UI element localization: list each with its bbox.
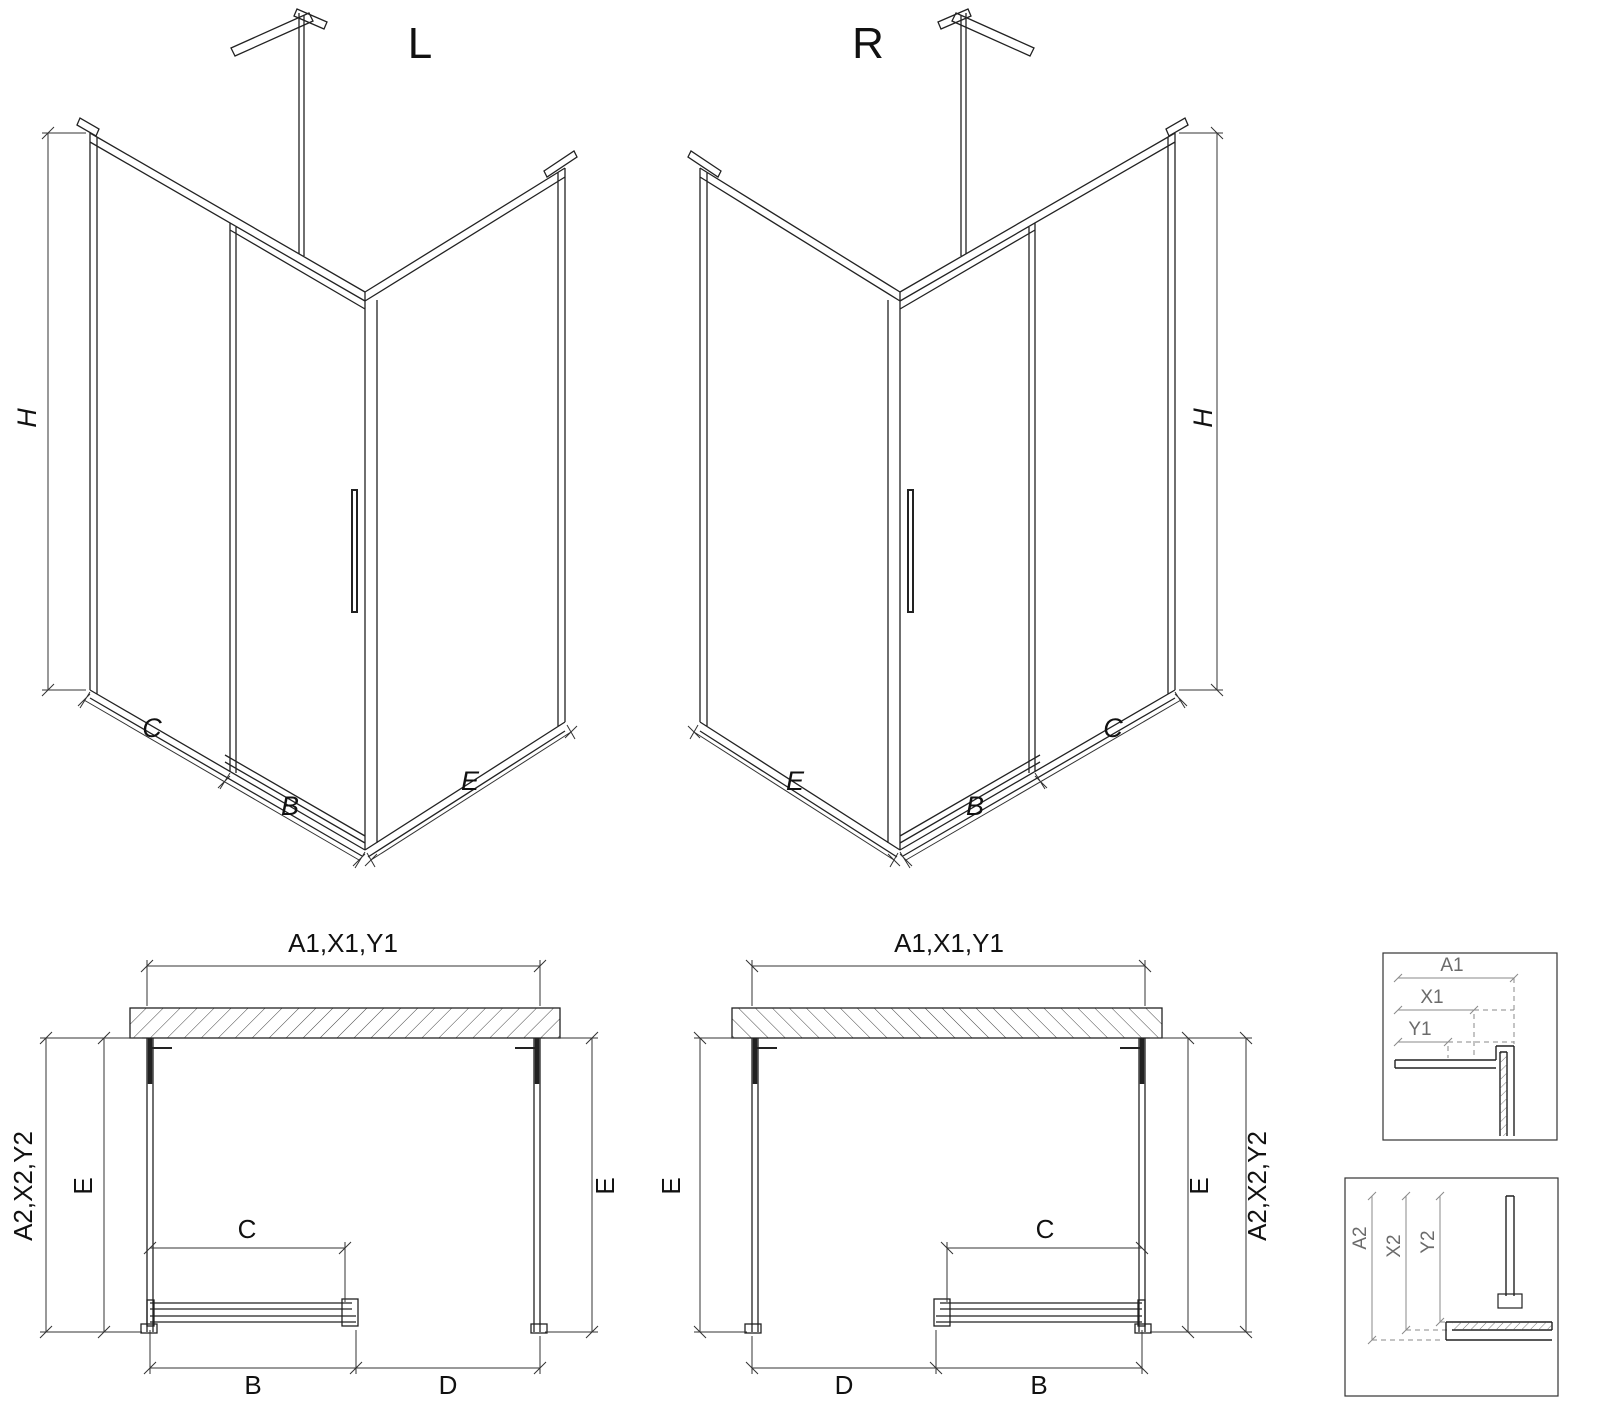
- plan-right-dim-b-label: B: [1030, 1370, 1047, 1400]
- plan-left-dim-c-label: C: [238, 1214, 257, 1244]
- plan-left-dim-e-left-label: E: [68, 1177, 98, 1194]
- detail-top-profile: [1394, 1045, 1515, 1136]
- iso-left-dim-e-label: E: [461, 766, 480, 796]
- iso-left-title: L: [408, 19, 432, 68]
- detail-bottom-y2-label: Y2: [1418, 1230, 1439, 1253]
- plan-right-dim-e-left-label: E: [656, 1177, 686, 1194]
- plan-left-dim-outer-label: A2,X2,Y2: [8, 1131, 38, 1241]
- detail-bottom-dim-dashed: [1372, 1321, 1450, 1341]
- iso-right-dim-e-label: E: [786, 766, 805, 796]
- plan-left-dim-d-label: D: [439, 1370, 458, 1400]
- plan-view-right: A1,X1,Y1 E E A2,X2,Y2 C D B: [656, 928, 1272, 1400]
- detail-bottom-joint-block: [1497, 1293, 1523, 1309]
- detail-bottom-glass-hatch: [1452, 1322, 1552, 1330]
- detail-top-glass-hatch: [1500, 1052, 1507, 1136]
- detail-bottom-dim-lines: [1367, 1191, 1445, 1345]
- plan-right-dim-top-label: A1,X1,Y1: [894, 928, 1004, 958]
- plan-left-dim-top-label: A1,X1,Y1: [288, 928, 398, 958]
- plan-right-dim-e-right-label: E: [1184, 1177, 1214, 1194]
- plan-left-dim-e-right-label: E: [590, 1177, 620, 1194]
- iso-left-dim-height-label: H: [12, 408, 42, 428]
- detail-top-dim-dashed: [1447, 978, 1515, 1058]
- detail-top-a1-label: A1: [1440, 955, 1463, 976]
- iso-view-left: L H C B E: [12, 8, 578, 869]
- detail-top-x1-label: X1: [1420, 987, 1443, 1008]
- detail-bottom-border: [1344, 1177, 1559, 1397]
- detail-bottom-profile: [1445, 1195, 1553, 1341]
- iso-right-dim-b-label: B: [966, 791, 984, 821]
- plan-right-dim-d-label: D: [835, 1370, 854, 1400]
- detail-bottom-a2-label: A2: [1350, 1226, 1371, 1249]
- detail-top-y1-label: Y1: [1408, 1019, 1431, 1040]
- iso-left-dim-b-label: B: [281, 791, 299, 821]
- detail-top-border: [1382, 952, 1558, 1141]
- iso-left-dim-c-label: C: [142, 713, 162, 743]
- plan-view-left: A1,X1,Y1 A2,X2,Y2 E E C B D: [8, 928, 620, 1400]
- detail-bottom-x2-label: X2: [1384, 1234, 1405, 1257]
- plan-right-dim-c-label: C: [1036, 1214, 1055, 1244]
- iso-right-title: R: [852, 19, 884, 68]
- iso-view-right: R H C B E: [687, 8, 1224, 869]
- iso-right-dim-c-label: C: [1103, 713, 1123, 743]
- iso-right-dim-height-label: H: [1188, 408, 1218, 428]
- plan-left-dim-b-label: B: [244, 1370, 261, 1400]
- plan-right-dim-outer-label: A2,X2,Y2: [1242, 1131, 1272, 1241]
- detail-view-bottom: A2 X2 Y2: [1344, 1177, 1559, 1397]
- detail-view-top: A1 X1 Y1: [1382, 952, 1558, 1141]
